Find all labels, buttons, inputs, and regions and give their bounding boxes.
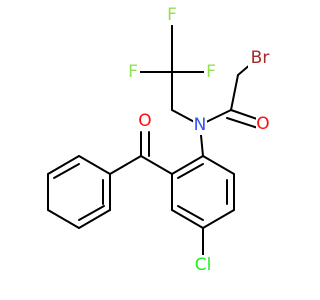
bond-ring2-carbonyl bbox=[140, 155, 173, 175]
molecule-structure: Br O O N F F F Cl bbox=[47, 5, 272, 275]
bond-ch2-co bbox=[230, 74, 239, 111]
amide-oxygen-label: O bbox=[256, 114, 269, 134]
atom-label-layer: Br O O N F F F Cl bbox=[126, 5, 272, 275]
bond-ring2-f bbox=[171, 155, 204, 175]
fluorine-label-right: F bbox=[206, 62, 216, 82]
bond-ring1-b bbox=[47, 155, 80, 175]
bond-ring1-d bbox=[47, 209, 80, 229]
bond-ring1-e bbox=[78, 209, 111, 229]
nitrogen-label: N bbox=[194, 115, 207, 135]
bond-c-o-amide-1 bbox=[230, 109, 261, 121]
bond-ring2-d bbox=[171, 209, 204, 229]
bond-ring1-a bbox=[78, 155, 111, 175]
bromine-label: Br bbox=[251, 48, 270, 68]
bond-ring1-inner-2 bbox=[78, 205, 105, 221]
bond-ring2-inner-2 bbox=[177, 205, 204, 221]
ketone-oxygen-label: O bbox=[138, 111, 151, 131]
bond-ring2-inner-3 bbox=[177, 163, 204, 179]
bond-c-o-amide-2 bbox=[226, 117, 259, 129]
fluorine-label-left: F bbox=[128, 62, 138, 82]
bond-ring1-inner-1 bbox=[53, 163, 80, 179]
bond-ring2-c bbox=[202, 209, 235, 229]
bond-ring2-a bbox=[202, 155, 235, 175]
chlorine-label: Cl bbox=[195, 255, 212, 275]
bond-carbonyl-phenyl bbox=[109, 155, 142, 175]
bond-layer bbox=[47, 23, 261, 257]
fluorine-label-top: F bbox=[167, 5, 177, 25]
